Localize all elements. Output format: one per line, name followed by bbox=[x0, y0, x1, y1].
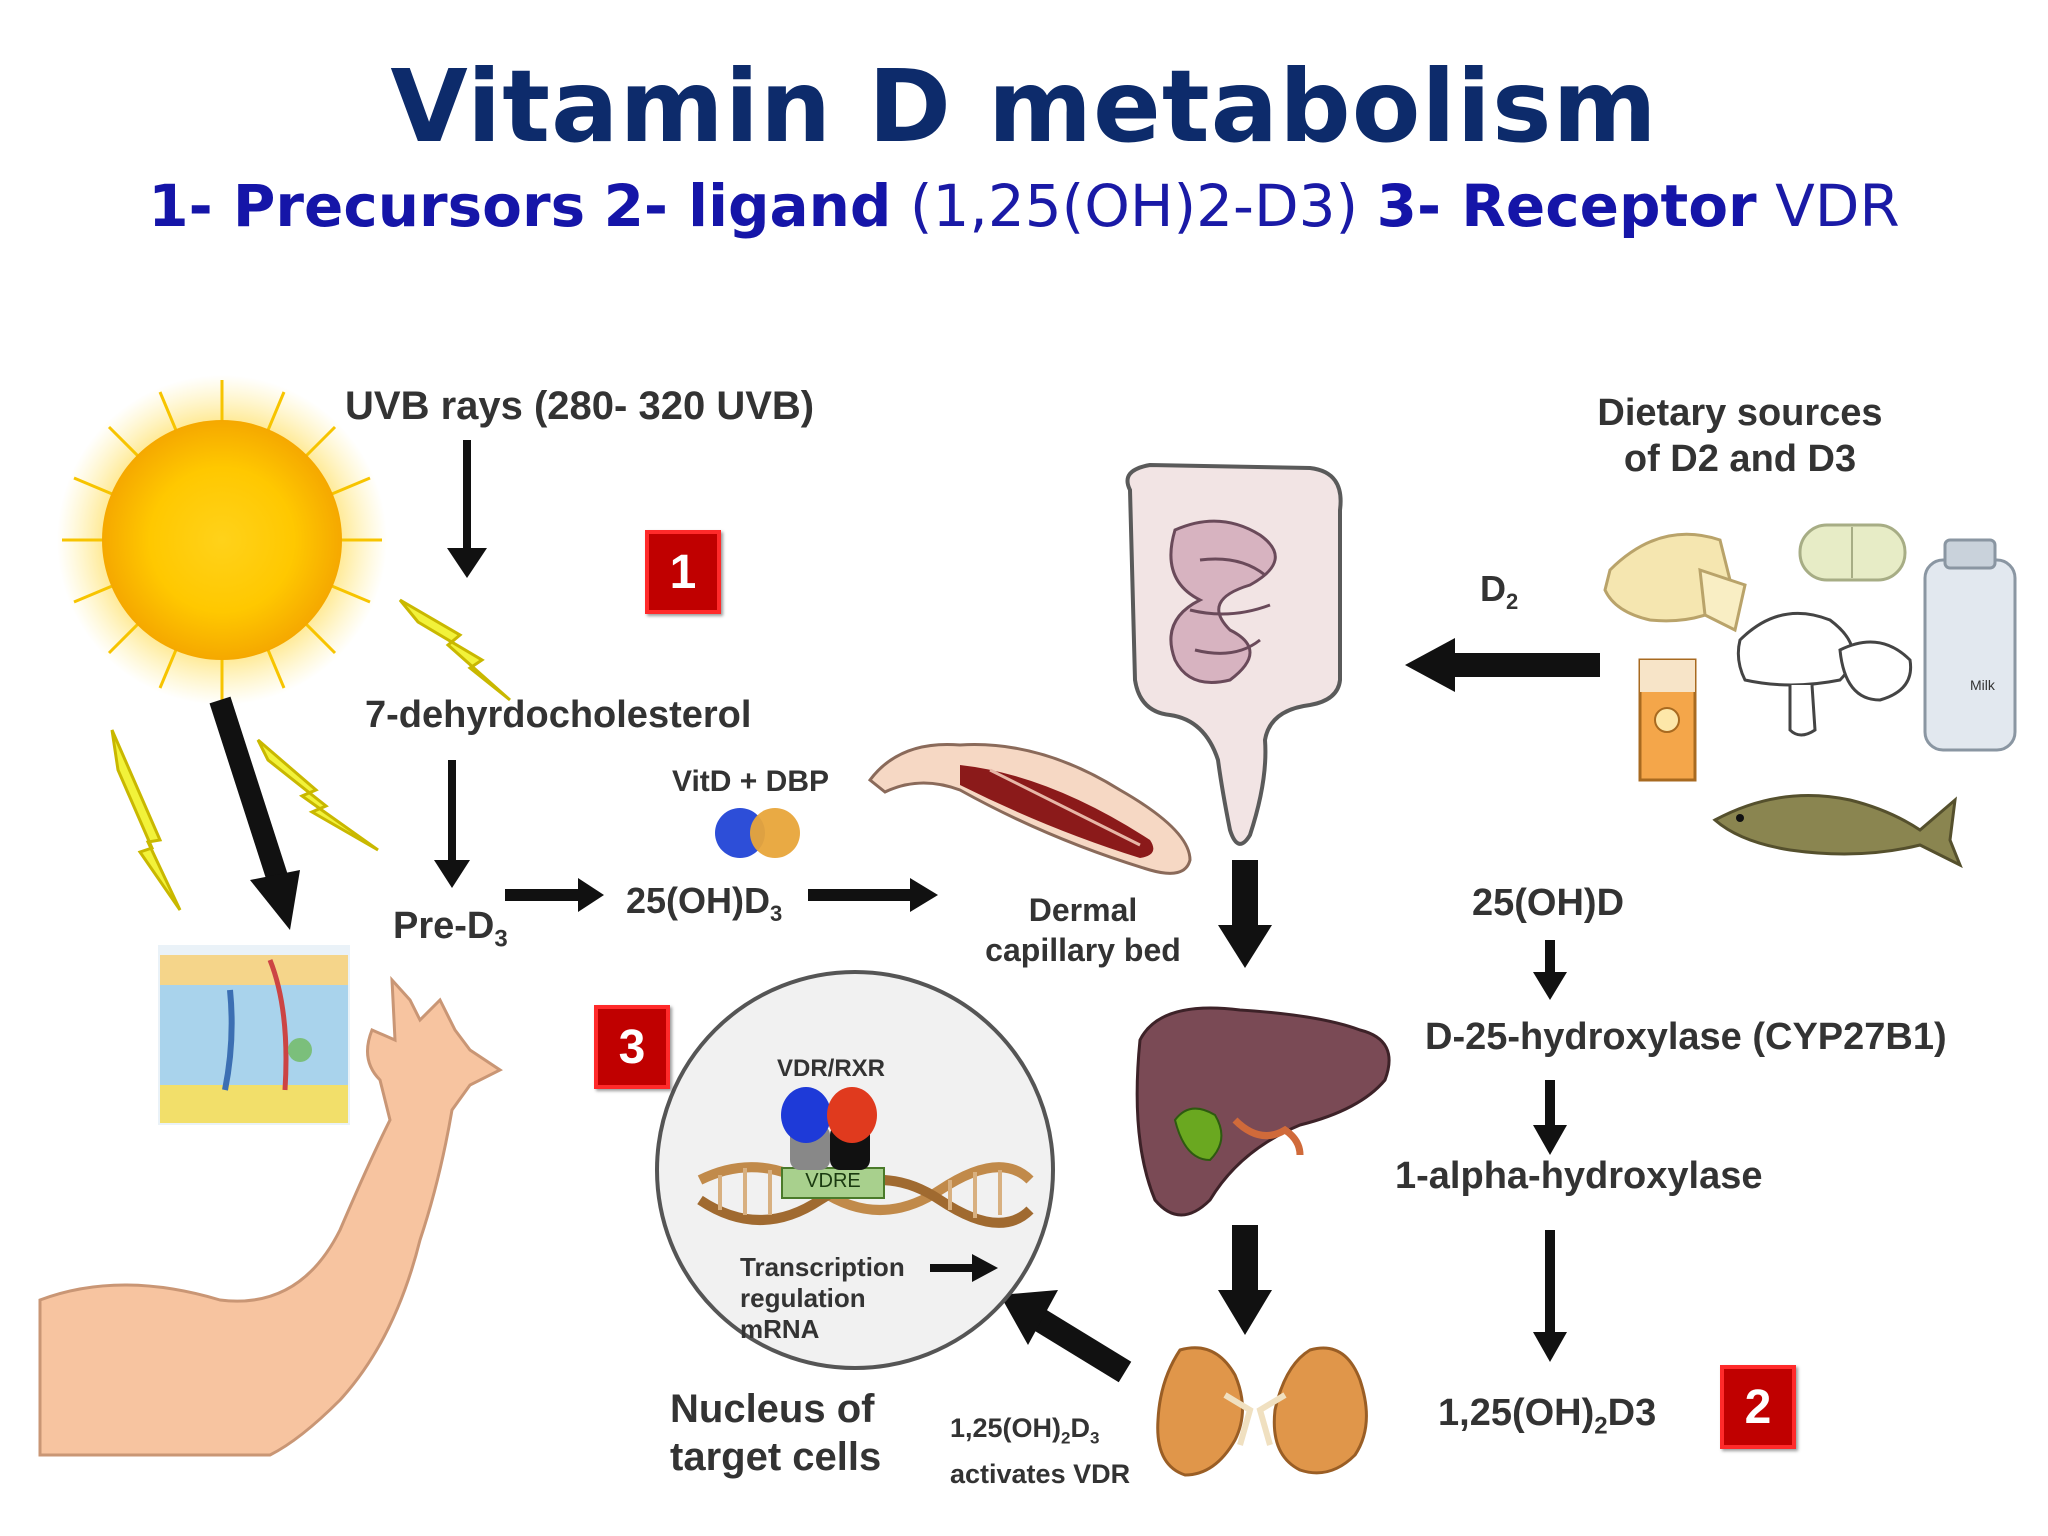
oh-d3-label: 25(OH)D3 bbox=[626, 880, 782, 927]
alpha-hydroxylase-label: 1-alpha-hydroxylase bbox=[1395, 1155, 1763, 1197]
kidney-nucleus-arrow-head bbox=[1000, 1290, 1058, 1345]
intestine-icon bbox=[1125, 462, 1343, 846]
activates-label: 1,25(OH)2D3 activates VDR bbox=[950, 1410, 1130, 1492]
final-product-label: 1,25(OH)2D3 bbox=[1438, 1392, 1656, 1441]
mushroom-icon bbox=[1736, 611, 1913, 737]
transcription-label: Transcription regulation mRNA bbox=[740, 1252, 905, 1345]
milk-bottle-icon: Milk bbox=[1923, 538, 2017, 752]
dietary-label-line2: of D2 and D3 bbox=[1623, 438, 1857, 480]
hydroxylase-arrow-head bbox=[1533, 1125, 1567, 1155]
sun-to-skin-arrow bbox=[209, 696, 300, 930]
oh-d-label: 25(OH)D bbox=[1472, 882, 1625, 924]
subtitle-receptor-name: VDR bbox=[1775, 172, 1900, 240]
oh-d3-text: 25(OH)D bbox=[626, 880, 771, 921]
kidney-nucleus-arrow bbox=[1033, 1309, 1132, 1383]
subtitle-ligand: 2- ligand bbox=[603, 172, 892, 240]
lightning-icon bbox=[110, 598, 511, 911]
liver-kidney-arrow-head bbox=[1218, 1290, 1272, 1335]
pre-d3-text: Pre-D bbox=[393, 905, 495, 947]
dermal-label-line2: capillary bed bbox=[985, 932, 1181, 968]
activates-line2: activates VDR bbox=[950, 1459, 1131, 1490]
dietary-label: Dietary sources of D2 and D3 bbox=[1575, 390, 1905, 482]
arm-icon bbox=[38, 975, 503, 1457]
transcription-line3: mRNA bbox=[740, 1314, 820, 1344]
badge-receptor: 3 bbox=[594, 1005, 670, 1089]
vitd-dbp-icon bbox=[715, 808, 800, 858]
transcription-arrow-head bbox=[972, 1254, 998, 1282]
capillary-icon bbox=[867, 742, 1192, 875]
pre-d3-label: Pre-D3 bbox=[393, 905, 508, 954]
juice-box-icon bbox=[1638, 658, 1697, 782]
pre-d3-sub: 3 bbox=[494, 925, 508, 953]
vitd-dbp-label: VitD + DBP bbox=[672, 765, 829, 798]
nucleus-icon bbox=[655, 970, 1055, 1370]
subtitle-receptor: 3- Receptor bbox=[1376, 172, 1757, 240]
uvb-label: UVB rays (280- 320 UVB) bbox=[345, 384, 815, 428]
nucleus-label: Nucleus of target cells bbox=[670, 1385, 881, 1481]
activates-sub1: 2 bbox=[1061, 1428, 1071, 1448]
subtitle-precursors: 1- Precursors bbox=[148, 172, 586, 240]
nucleus-line2: target cells bbox=[670, 1435, 882, 1479]
transcription-line2: regulation bbox=[740, 1283, 866, 1313]
transcription-line1: Transcription bbox=[740, 1252, 905, 1282]
activates-line1: 1,25(OH)2D3 bbox=[950, 1410, 1130, 1456]
vdre-box bbox=[781, 1167, 885, 1199]
nucleus-line1: Nucleus of bbox=[670, 1387, 875, 1431]
uvb-arrow-head bbox=[447, 548, 487, 578]
rxr-icon bbox=[827, 1087, 877, 1143]
final-product-a: 1,25(OH) bbox=[1438, 1392, 1595, 1434]
dermal-label: Dermal capillary bed bbox=[968, 890, 1198, 970]
activates-sub2: 3 bbox=[1090, 1428, 1100, 1448]
intestine-liver-arrow-head bbox=[1218, 925, 1272, 968]
fish-icon bbox=[1712, 794, 1963, 869]
d2-label-text: D bbox=[1480, 568, 1506, 609]
vdre-label: VDRE bbox=[805, 1170, 861, 1192]
sun-icon bbox=[57, 375, 387, 705]
dehydro-label: 7-dehyrdocholesterol bbox=[365, 694, 752, 736]
dermal-label-line1: Dermal bbox=[1028, 892, 1138, 928]
tablet-icon bbox=[1798, 523, 1907, 582]
activates-b: D bbox=[1070, 1413, 1091, 1443]
liver-icon bbox=[1135, 1006, 1391, 1217]
badge-precursors: 1 bbox=[645, 530, 721, 614]
alpha-arrow-head bbox=[1533, 1332, 1567, 1362]
cheese-icon bbox=[1603, 532, 1747, 633]
ohd-arrow-head bbox=[1533, 972, 1567, 1000]
page-subtitle: 1- Precursors 2- ligand (1,25(OH)2-D3) 3… bbox=[0, 172, 2048, 240]
pred3-arrow-head bbox=[578, 878, 604, 912]
kidney-icon bbox=[1156, 1346, 1368, 1477]
d2-arrow-head bbox=[1405, 638, 1455, 692]
activates-a: 1,25(OH) bbox=[950, 1413, 1062, 1443]
skin-section-icon bbox=[158, 945, 350, 1125]
vdr-icon bbox=[781, 1087, 831, 1143]
subtitle-ligand-formula: (1,25(OH)2-D3) bbox=[909, 172, 1359, 240]
badge-ligand: 2 bbox=[1720, 1365, 1796, 1449]
ohd3-arrow-head bbox=[910, 878, 938, 912]
vdr-rxr-label: VDR/RXR bbox=[777, 1055, 886, 1082]
final-product-b: D3 bbox=[1607, 1392, 1657, 1434]
d2-label-sub: 2 bbox=[1506, 589, 1519, 615]
dietary-label-line1: Dietary sources bbox=[1597, 392, 1883, 434]
milk-label: Milk bbox=[1970, 677, 1996, 693]
dehydro-arrow-head bbox=[434, 860, 470, 888]
hydroxylase25-label: D-25-hydroxylase (CYP27B1) bbox=[1425, 1016, 1947, 1058]
d2-label: D2 bbox=[1480, 568, 1518, 615]
oh-d3-sub: 3 bbox=[770, 901, 783, 927]
final-product-sub: 2 bbox=[1594, 1412, 1608, 1440]
page-title: Vitamin D metabolism bbox=[390, 48, 1658, 165]
